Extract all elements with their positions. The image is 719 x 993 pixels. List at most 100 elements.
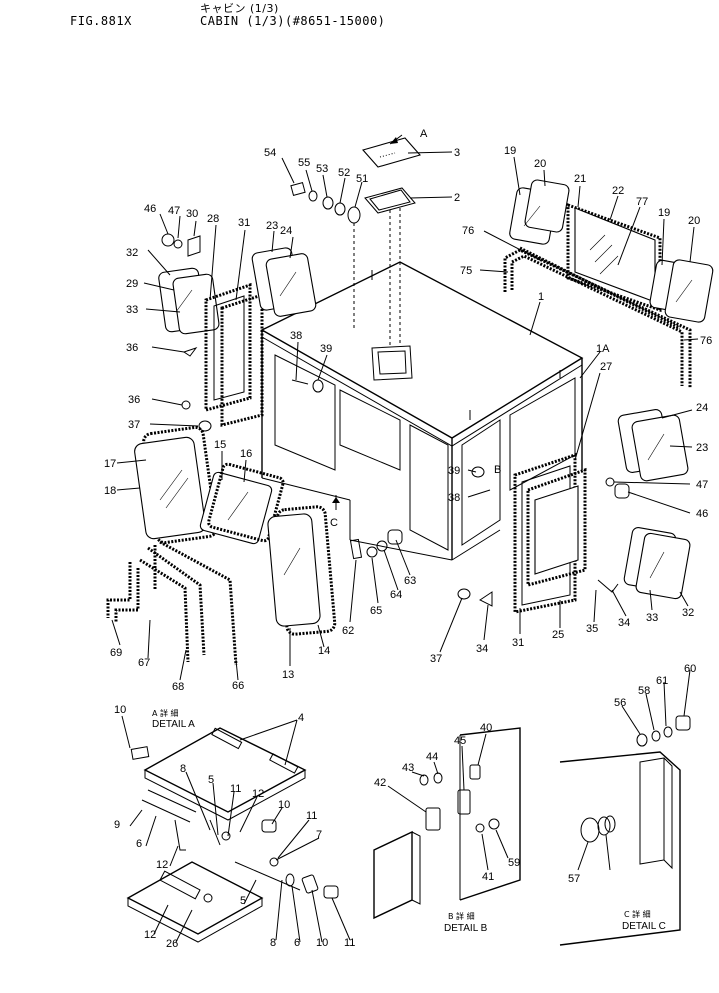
callout: 6 (136, 838, 142, 850)
callout: 44 (426, 751, 438, 763)
callout: 40 (480, 722, 492, 734)
callout: 6 (294, 937, 300, 949)
callout: 19 (504, 145, 516, 157)
callout: 37 (128, 419, 140, 431)
callout: 27 (600, 361, 612, 373)
callout: 75 (460, 265, 472, 277)
callout: 36 (126, 342, 138, 354)
figure-title: CABIN (1/3)(#8651-15000) (200, 14, 386, 28)
callout: 60 (684, 663, 696, 675)
callout: 45 (454, 735, 466, 747)
callout: 46 (696, 508, 708, 520)
leader-lines (111, 151, 699, 943)
callout: 14 (318, 645, 330, 657)
callout: 16 (240, 448, 252, 460)
callout: 5 (208, 774, 214, 786)
callout: 20 (534, 158, 546, 170)
callout: 66 (232, 680, 244, 692)
callout: 59 (508, 857, 520, 869)
callout: 54 (264, 147, 276, 159)
callout: 8 (270, 937, 276, 949)
detail-a-label-jp: A 詳 細 (152, 708, 179, 718)
left-upper-windows (158, 233, 317, 427)
callout: 13 (282, 669, 294, 681)
callout: 25 (552, 629, 564, 641)
detail-a-label: DETAIL A (152, 719, 195, 730)
detail-a-drawing (126, 727, 339, 943)
bolt-stack-top (290, 182, 361, 330)
callout: 23 (696, 442, 708, 454)
callout: 47 (696, 479, 708, 491)
detail-b-drawing (373, 727, 521, 920)
callout: 5 (240, 895, 246, 907)
callout: 20 (688, 215, 700, 227)
view-letters: A B C 1A (330, 128, 610, 529)
callout: 28 (207, 213, 219, 225)
callout: 32 (682, 607, 694, 619)
detail-b-label-jp: B 詳 細 (448, 911, 475, 921)
callout: 47 (168, 205, 180, 217)
callout: 34 (618, 617, 630, 629)
callout: 33 (646, 612, 658, 624)
callout: 43 (402, 762, 414, 774)
callout: 33 (126, 304, 138, 316)
left-door-glass (134, 425, 337, 636)
callout: 24 (696, 402, 708, 414)
callout: 12 (144, 929, 156, 941)
callout: 18 (104, 485, 116, 497)
callout: 34 (476, 643, 488, 655)
callout: 7 (316, 829, 322, 841)
callout: 35 (586, 623, 598, 635)
callout: 39 (320, 343, 332, 355)
callout: 41 (482, 871, 494, 883)
right-upper-windows (509, 179, 714, 323)
callout: 39 (448, 465, 460, 477)
callout: 3 (454, 147, 460, 159)
callout: 10 (114, 704, 126, 716)
callout: 10 (316, 937, 328, 949)
callout: 10 (278, 799, 290, 811)
callout: 4 (298, 712, 304, 724)
callout: 55 (298, 157, 310, 169)
callout: 12 (156, 859, 168, 871)
roof-hatch-parts (362, 134, 421, 346)
callout: 57 (568, 873, 580, 885)
figure-number: FIG.881X (70, 14, 132, 28)
callout: 11 (306, 810, 317, 822)
callout: 38 (448, 492, 460, 504)
callout: 29 (126, 278, 138, 290)
callout: 56 (614, 697, 626, 709)
callout: 19 (658, 207, 670, 219)
callout: 76 (700, 335, 712, 347)
callout: 9 (114, 819, 120, 831)
callout: 77 (636, 196, 648, 208)
callout: 22 (612, 185, 624, 197)
callout: 64 (390, 589, 402, 601)
callout: 17 (104, 458, 116, 470)
callout: 46 (144, 203, 156, 215)
callout: 21 (574, 173, 586, 185)
callout: 1 (538, 291, 544, 303)
callout: 15 (214, 439, 226, 451)
detail-labels: A 詳 細 DETAIL A B 詳 細 DETAIL B C 詳 細 DETA… (152, 708, 666, 934)
callout: 42 (374, 777, 386, 789)
callout: 67 (138, 657, 150, 669)
callout: 32 (126, 247, 138, 259)
callout: 62 (342, 625, 354, 637)
view-letter-c: C (330, 517, 338, 529)
callout: 23 (266, 220, 278, 232)
view-letter-a: A (420, 128, 428, 140)
callout: 63 (404, 575, 416, 587)
callout: 8 (180, 763, 186, 775)
callout: 24 (280, 225, 292, 237)
callout: 38 (290, 330, 302, 342)
callout: 30 (186, 208, 198, 220)
callout: 52 (338, 167, 350, 179)
callout: 69 (110, 647, 122, 659)
callout: 26 (166, 938, 178, 950)
callout: 65 (370, 605, 382, 617)
callout: 58 (638, 685, 650, 697)
title-japanese: キャビン (1/3) (200, 2, 279, 15)
callout: 36 (128, 394, 140, 406)
